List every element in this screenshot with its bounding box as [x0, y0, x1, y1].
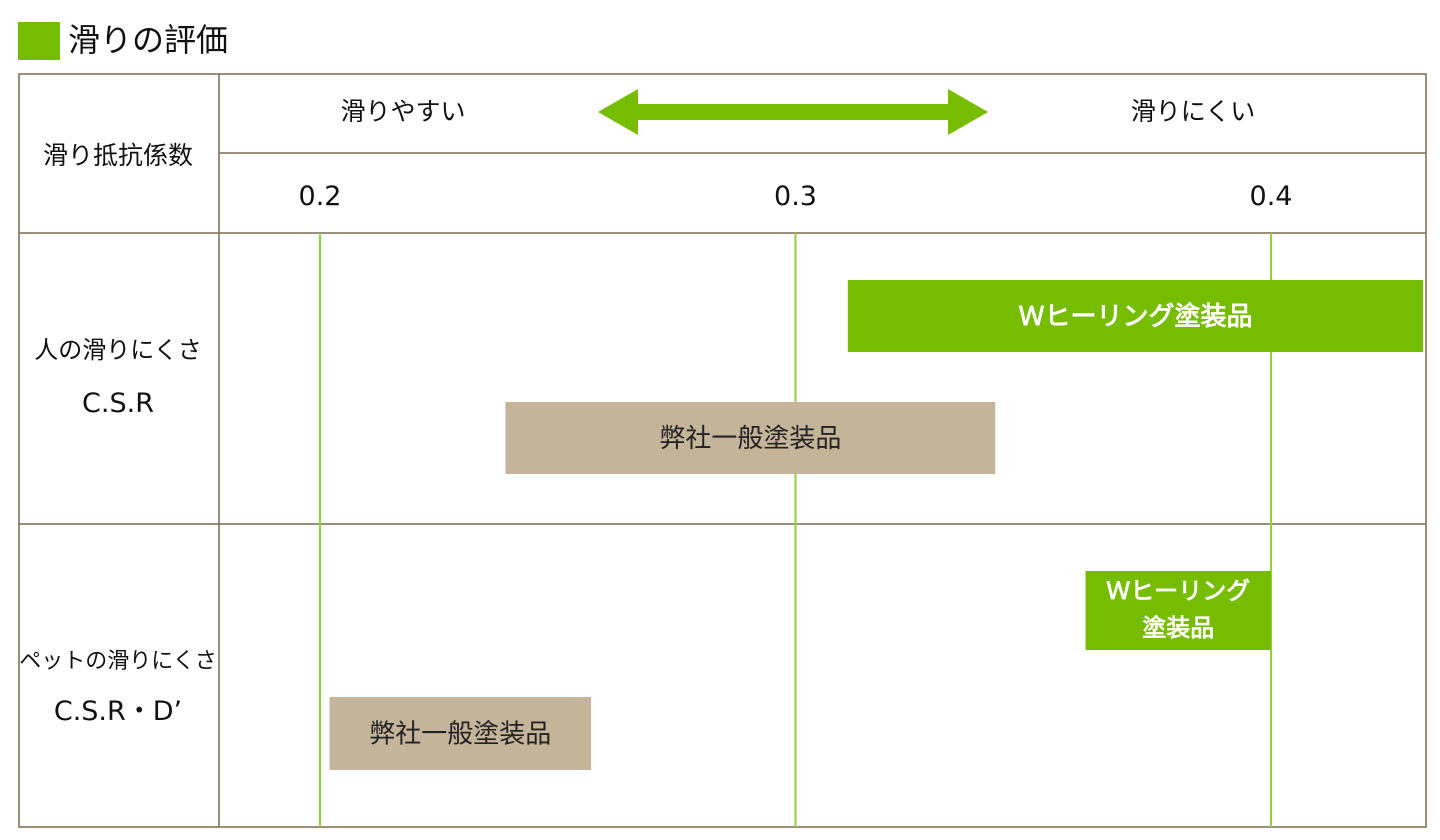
- row-label-pet-1: ペットの滑りにくさ: [19, 649, 217, 674]
- x-tick-label: 0.2: [299, 181, 342, 212]
- row-label-human-1: 人の滑りにくさ: [34, 336, 202, 364]
- bar-label: 弊社一般塗装品: [659, 424, 841, 454]
- range-bar: [505, 402, 996, 474]
- bar-label: 塗装品: [1142, 614, 1214, 642]
- title-marker: [18, 22, 60, 60]
- bar-label: 弊社一般塗装品: [369, 720, 551, 750]
- table-frame: [18, 73, 1427, 828]
- x-tick-label: 0.3: [774, 181, 817, 212]
- slippery-label: 滑りやすい: [340, 97, 465, 126]
- chart-title: 滑りの評価: [68, 21, 229, 59]
- row-label-pet-2: C.S.R・D’: [54, 696, 182, 727]
- row-label-human-2: C.S.R: [82, 388, 154, 419]
- range-bar: [1085, 571, 1271, 650]
- range-bar: [847, 280, 1424, 352]
- corner-label: 滑り抵抗係数: [43, 141, 193, 170]
- x-tick-label: 0.4: [1250, 181, 1293, 212]
- range-bar: [329, 697, 592, 770]
- bar-label: Ｗヒーリング: [1106, 577, 1250, 605]
- not-slippery-label: 滑りにくい: [1131, 97, 1256, 126]
- bar-label: Ｗヒーリング塗装品: [1018, 301, 1252, 332]
- double-arrow-icon: [598, 89, 988, 135]
